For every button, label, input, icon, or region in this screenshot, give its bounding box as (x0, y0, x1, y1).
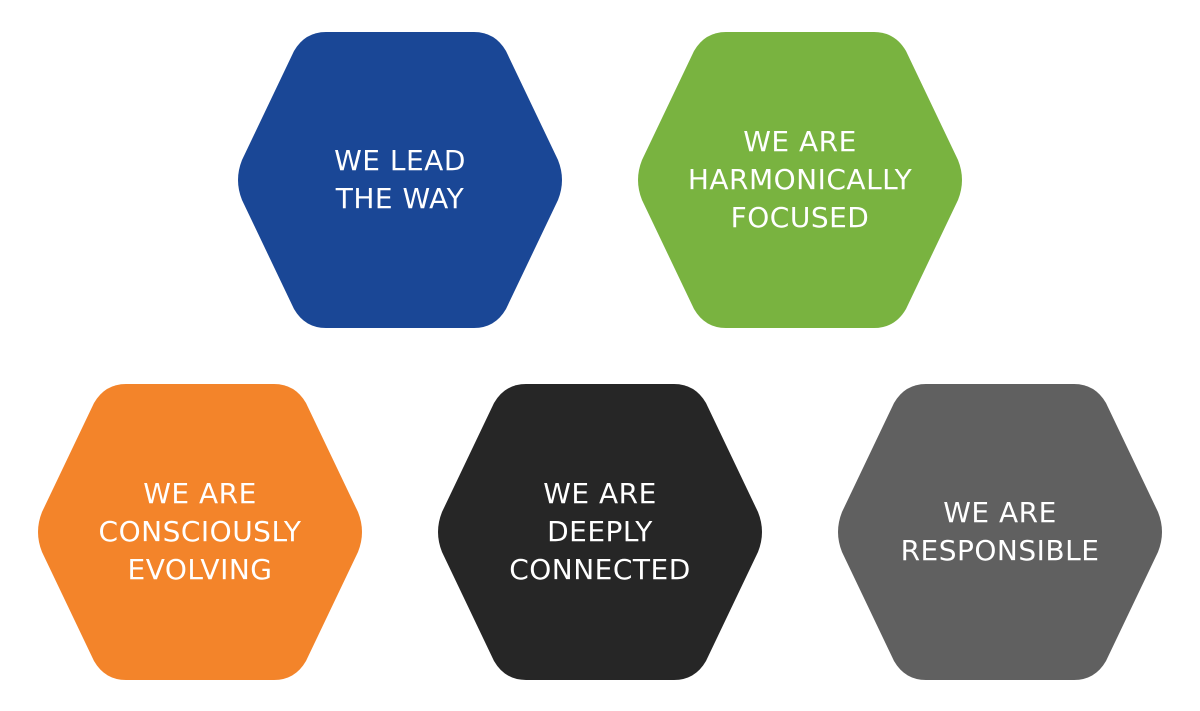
value-label-line: WE LEAD (334, 144, 466, 177)
value-label-line: EVOLVING (127, 553, 273, 586)
hexagon-fill (38, 384, 362, 680)
value-label: WE ARE CONSCIOUSLY EVOLVING (33, 380, 367, 684)
value-label-line: WE ARE (743, 125, 857, 158)
value-label-line: CONNECTED (509, 553, 691, 586)
value-label: WE ARE DEEPLY CONNECTED (433, 380, 767, 684)
value-hexagon-responsible: WE ARE RESPONSIBLE (833, 380, 1167, 684)
value-hexagon-deeply-connected: WE ARE DEEPLY CONNECTED (433, 380, 767, 684)
hexagon-fill (238, 32, 562, 328)
value-label: WE ARE HARMONICALLY FOCUSED (633, 28, 967, 332)
value-label-line: RESPONSIBLE (900, 534, 1100, 567)
hexagon-fill (438, 384, 762, 680)
value-label-line: WE ARE (143, 477, 257, 510)
hexagon-shape (438, 384, 762, 680)
value-hexagon-harmonically-focused: WE ARE HARMONICALLY FOCUSED (633, 28, 967, 332)
hexagon-shape (838, 384, 1162, 680)
hexagon-fill (638, 32, 962, 328)
value-hexagon-lead-the-way: WE LEAD THE WAY (233, 28, 567, 332)
value-hexagon-consciously-evolving: WE ARE CONSCIOUSLY EVOLVING (33, 380, 367, 684)
value-label-line: THE WAY (335, 182, 465, 215)
value-label-line: WE ARE (543, 477, 657, 510)
hexagon-shape (238, 32, 562, 328)
value-label-line: WE ARE (943, 496, 1057, 529)
value-label: WE LEAD THE WAY (233, 28, 567, 332)
value-label-line: HARMONICALLY (687, 163, 913, 196)
value-label-line: FOCUSED (730, 201, 870, 234)
value-label-line: CONSCIOUSLY (98, 515, 302, 548)
hexagon-shape (638, 32, 962, 328)
hexagon-fill (838, 384, 1162, 680)
hexagon-shape (38, 384, 362, 680)
value-label-line: DEEPLY (547, 515, 653, 548)
value-label: WE ARE RESPONSIBLE (833, 380, 1167, 684)
